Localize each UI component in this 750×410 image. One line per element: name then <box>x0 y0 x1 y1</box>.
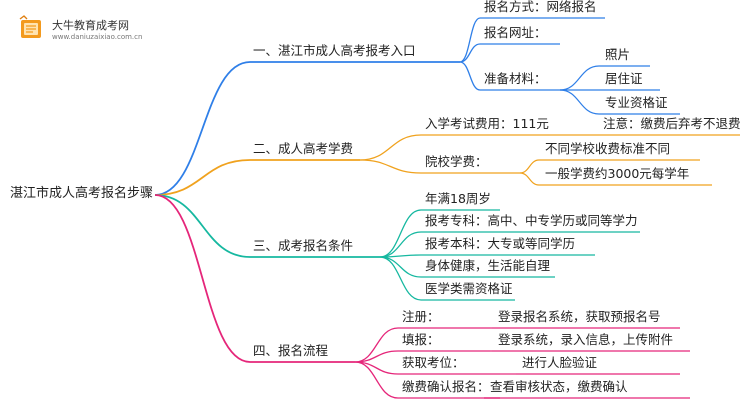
connector-line <box>559 89 600 115</box>
child-node: 院校学费： <box>425 154 488 169</box>
logo-url: www.daniuzaixiao.com.cn <box>52 33 143 41</box>
leaf-node: 查看审核状态，缴费确认 <box>490 379 628 394</box>
connector-line <box>559 65 600 91</box>
connector-line <box>459 61 481 91</box>
connector-line <box>459 17 481 63</box>
branch-node: 一、湛江市成人高考报考入口 <box>253 43 416 58</box>
connector-line <box>519 172 540 186</box>
leaf-node: 居住证 <box>605 71 643 86</box>
connector-line <box>154 159 251 196</box>
child-node: 准备材料： <box>484 71 547 86</box>
book-logo-icon <box>19 15 41 38</box>
connector-line <box>359 134 422 161</box>
child-node: 入学考试费用：111元 <box>425 116 549 131</box>
leaf-node: 不同学校收费标准不同 <box>545 141 671 156</box>
connector-line <box>359 159 422 174</box>
child-node: 年满18周岁 <box>425 191 491 206</box>
leaf-node: 专业资格证 <box>605 95 668 110</box>
connector-line <box>379 231 422 258</box>
branch-node: 三、成考报名条件 <box>253 238 354 253</box>
child-node: 报名方式：网络报名 <box>484 0 597 14</box>
leaf-node: 注意：缴费后弃考不退费 <box>603 116 741 131</box>
branch-node: 二、成人高考学费 <box>253 141 354 156</box>
site-logo: 大牛教育成考网 www.daniuzaixiao.com.cn <box>18 12 142 50</box>
child-node: 报考本科：大专或等同学历 <box>425 236 576 251</box>
branch-node: 四、报名流程 <box>253 343 329 358</box>
connector-line <box>519 159 540 174</box>
connector-line <box>354 361 399 399</box>
child-node: 缴费确认报名： <box>402 379 490 394</box>
child-node: 身体健康，生活能自理 <box>425 258 551 273</box>
connector-line <box>379 256 422 301</box>
leaf-node: 登录报名系统，获取预报名号 <box>498 309 661 324</box>
connector-line <box>354 327 399 363</box>
child-node: 医学类需资格证 <box>425 281 513 296</box>
logo-name: 大牛教育成考网 <box>52 19 129 32</box>
connector-line <box>154 194 251 258</box>
connector-line <box>379 256 422 278</box>
leaf-node: 登录系统，录入信息，上传附件 <box>498 332 674 347</box>
leaf-node: 一般学费约3000元每学年 <box>545 166 690 181</box>
child-node: 注册： <box>402 309 440 324</box>
child-node: 填报： <box>402 332 440 347</box>
leaf-node: 照片 <box>605 47 631 62</box>
leaf-node: 进行人脸验证 <box>522 355 598 370</box>
connector-line <box>154 194 251 363</box>
connector-line <box>459 43 481 63</box>
child-node: 获取考位： <box>402 355 465 370</box>
child-node: 报考专科：高中、中专学历或同等学力 <box>425 213 638 228</box>
root-node: 湛江市成人高考报名步骤 <box>10 186 154 201</box>
connector-line <box>154 61 251 196</box>
child-node: 报名网址： <box>484 25 547 40</box>
